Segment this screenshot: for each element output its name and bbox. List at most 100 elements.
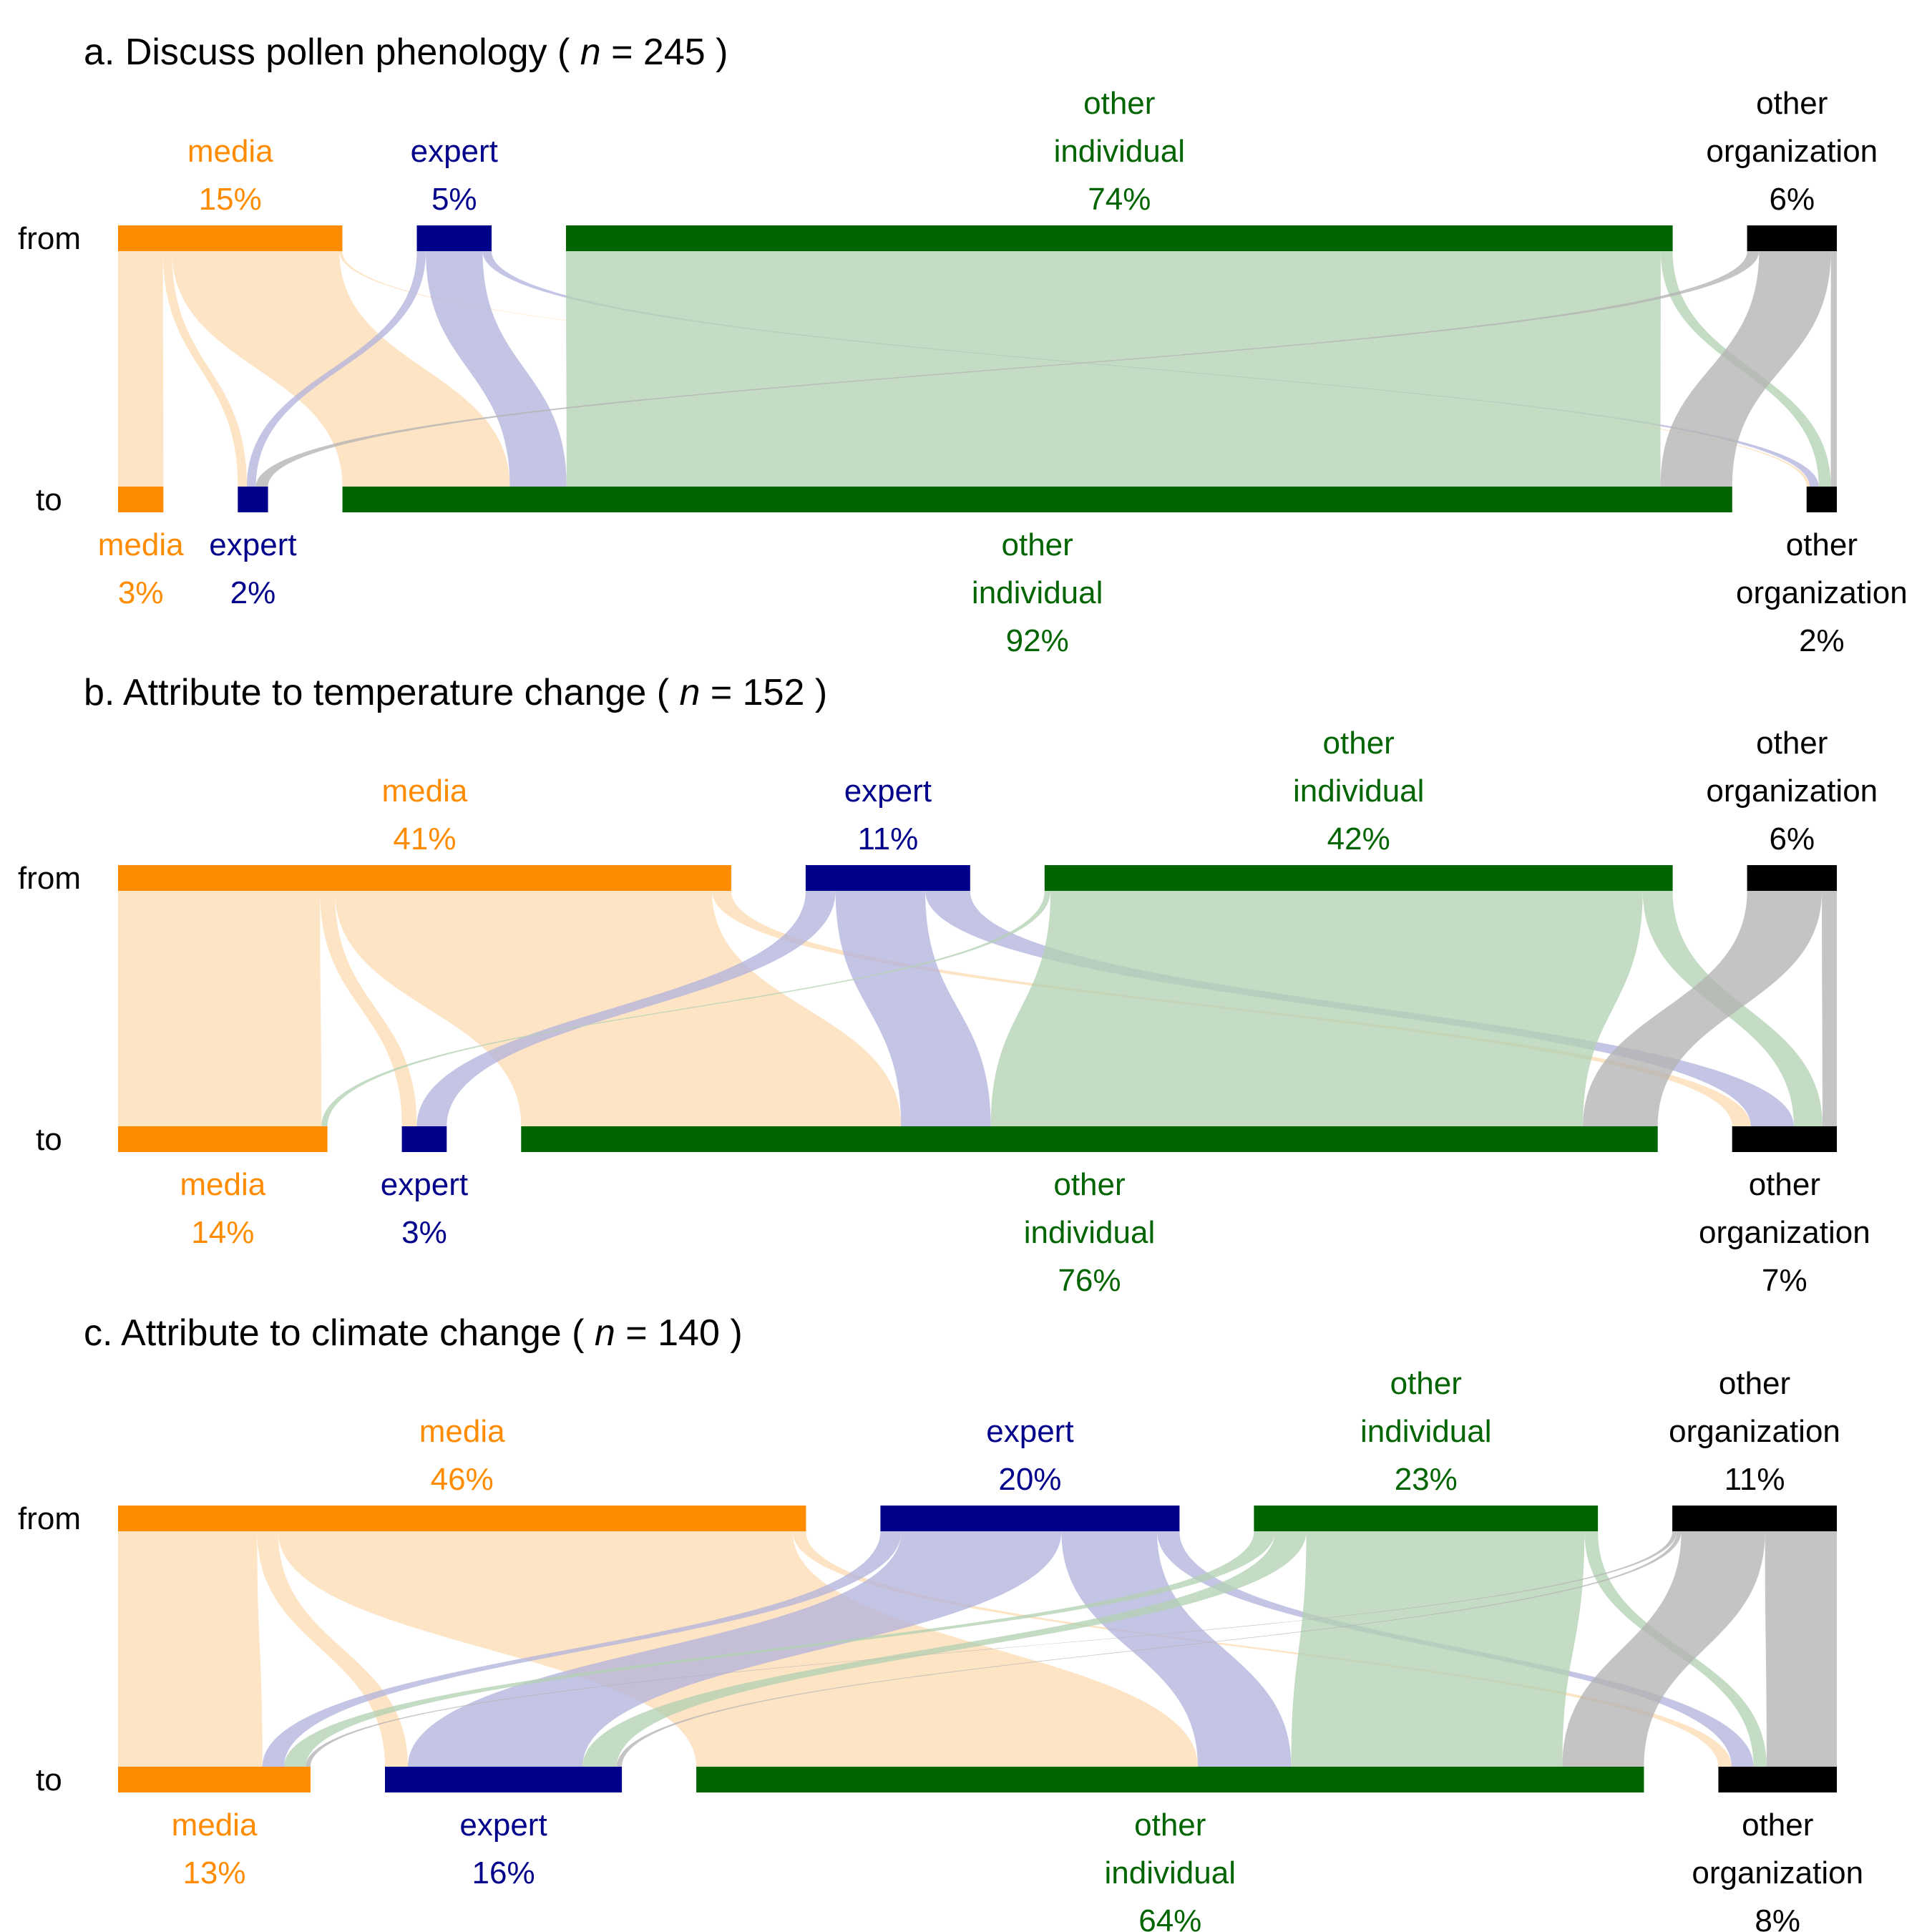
from-bar-expert <box>880 1506 1180 1531</box>
from-bar-expert <box>416 225 492 251</box>
flow-other-individual-to-media <box>284 1531 1275 1767</box>
to-bar-other-organization <box>1732 1126 1837 1152</box>
to-label-other-organization: other <box>1786 527 1858 562</box>
to-bar-media <box>118 1767 311 1792</box>
sankey-panel-b: b. Attribute to temperature change ( n =… <box>18 672 1878 1298</box>
to-label-media: 3% <box>118 575 164 610</box>
to-bar-other-individual <box>521 1126 1658 1152</box>
panel-title: b. Attribute to temperature change ( n =… <box>84 672 827 713</box>
flow-other-organization-to-expert <box>255 251 1760 487</box>
from-label-other-individual: individual <box>1293 774 1424 809</box>
from-label-other-organization: other <box>1719 1366 1790 1401</box>
flows <box>118 251 1837 487</box>
flow-media-to-expert <box>320 891 417 1126</box>
from-label-other-organization: 6% <box>1770 182 1815 217</box>
flow-other-organization-to-other-individual <box>1562 1531 1765 1767</box>
flow-other-individual-to-other-individual <box>1291 1531 1585 1767</box>
flow-expert-to-other-individual <box>835 891 991 1126</box>
from-label-expert: 20% <box>998 1462 1061 1497</box>
to-label-other-organization: 7% <box>1762 1263 1807 1298</box>
from-label-media: 15% <box>199 182 262 217</box>
from-label-expert: expert <box>844 774 932 809</box>
from-label-other-organization: other <box>1756 726 1828 761</box>
from-label-other-organization: other <box>1756 86 1828 121</box>
from-label-other-individual: other <box>1323 726 1395 761</box>
to-label-other-individual: other <box>1053 1167 1125 1202</box>
flows <box>118 1531 1837 1767</box>
row-label-to: to <box>36 482 62 517</box>
from-bar-media <box>118 1506 806 1531</box>
to-label-expert: 3% <box>401 1215 447 1250</box>
from-label-other-individual: individual <box>1360 1414 1491 1449</box>
from-label-media: 46% <box>431 1462 494 1497</box>
to-label-other-individual: 76% <box>1058 1263 1121 1298</box>
from-bar-other-individual <box>566 225 1673 251</box>
to-label-other-organization: organization <box>1736 575 1908 610</box>
to-label-other-organization: other <box>1742 1807 1813 1843</box>
to-label-other-individual: 92% <box>1006 623 1069 658</box>
from-label-expert: expert <box>986 1414 1073 1449</box>
flow-expert-to-expert <box>416 891 836 1126</box>
flow-expert-to-expert <box>407 1531 1062 1767</box>
from-label-other-individual: individual <box>1054 134 1185 169</box>
flow-expert-to-expert <box>247 251 426 487</box>
to-label-expert: expert <box>459 1807 547 1843</box>
flow-other-individual-to-other-individual <box>566 251 1661 487</box>
flow-expert-to-media <box>262 1531 902 1767</box>
to-bar-expert <box>385 1767 623 1792</box>
to-label-other-organization: 8% <box>1755 1903 1800 1932</box>
to-bar-other-organization <box>1806 487 1837 512</box>
from-label-other-organization: organization <box>1706 774 1878 809</box>
flow-other-individual-to-other-individual <box>990 891 1643 1126</box>
to-bar-media <box>118 1126 328 1152</box>
from-label-other-individual: 23% <box>1395 1462 1458 1497</box>
flow-other-individual-to-expert <box>582 1531 1307 1767</box>
to-label-other-individual: other <box>1002 527 1073 562</box>
flow-media-to-media <box>118 891 322 1126</box>
from-bar-other-individual <box>1254 1506 1599 1531</box>
panel-title: a. Discuss pollen phenology ( n = 245 ) <box>84 31 728 73</box>
to-label-other-individual: individual <box>972 575 1103 610</box>
row-label-from: from <box>18 1501 81 1536</box>
from-label-media: media <box>187 134 273 169</box>
from-label-media: media <box>419 1414 505 1449</box>
panel-title: c. Attribute to climate change ( n = 140… <box>84 1312 743 1354</box>
flow-media-to-other-organization <box>792 1531 1732 1767</box>
flow-other-organization-to-other-organization <box>1830 251 1837 487</box>
row-label-to: to <box>36 1762 62 1797</box>
to-label-other-individual: other <box>1134 1807 1206 1843</box>
to-label-other-organization: organization <box>1699 1215 1870 1250</box>
flow-media-to-media <box>118 251 164 487</box>
from-label-other-individual: 74% <box>1088 182 1151 217</box>
from-label-media: media <box>382 774 468 809</box>
flow-expert-to-other-individual <box>426 251 567 487</box>
flow-other-organization-to-other-organization <box>1822 891 1837 1126</box>
to-bar-other-individual <box>696 1767 1644 1792</box>
from-bar-expert <box>805 865 970 891</box>
flow-other-organization-to-expert <box>617 1531 1682 1767</box>
row-label-from: from <box>18 221 81 256</box>
from-bar-other-organization <box>1672 1506 1837 1531</box>
from-label-other-organization: organization <box>1669 1414 1840 1449</box>
flows <box>118 891 1837 1126</box>
sankey-panel-a: a. Discuss pollen phenology ( n = 245 ) f… <box>18 31 1908 658</box>
to-label-expert: 16% <box>472 1855 535 1890</box>
to-bar-other-individual <box>342 487 1732 512</box>
flow-other-organization-to-other-individual <box>1660 251 1831 487</box>
to-label-other-organization: 2% <box>1799 623 1845 658</box>
from-bar-media <box>118 865 731 891</box>
to-label-other-individual: 64% <box>1138 1903 1201 1932</box>
flow-media-to-expert <box>257 1531 408 1767</box>
from-label-other-organization: organization <box>1706 134 1878 169</box>
from-label-other-individual: other <box>1390 1366 1462 1401</box>
from-label-expert: 11% <box>857 821 918 857</box>
from-bar-other-individual <box>1044 865 1673 891</box>
from-label-media: 41% <box>393 821 456 857</box>
to-bar-other-organization <box>1718 1767 1837 1792</box>
flow-other-organization-to-media <box>306 1531 1677 1767</box>
from-bar-other-organization <box>1747 225 1837 251</box>
to-label-expert: expert <box>381 1167 468 1202</box>
sankey-panel-c: c. Attribute to climate change ( n = 140… <box>18 1312 1863 1932</box>
to-label-other-individual: individual <box>1105 1855 1236 1890</box>
